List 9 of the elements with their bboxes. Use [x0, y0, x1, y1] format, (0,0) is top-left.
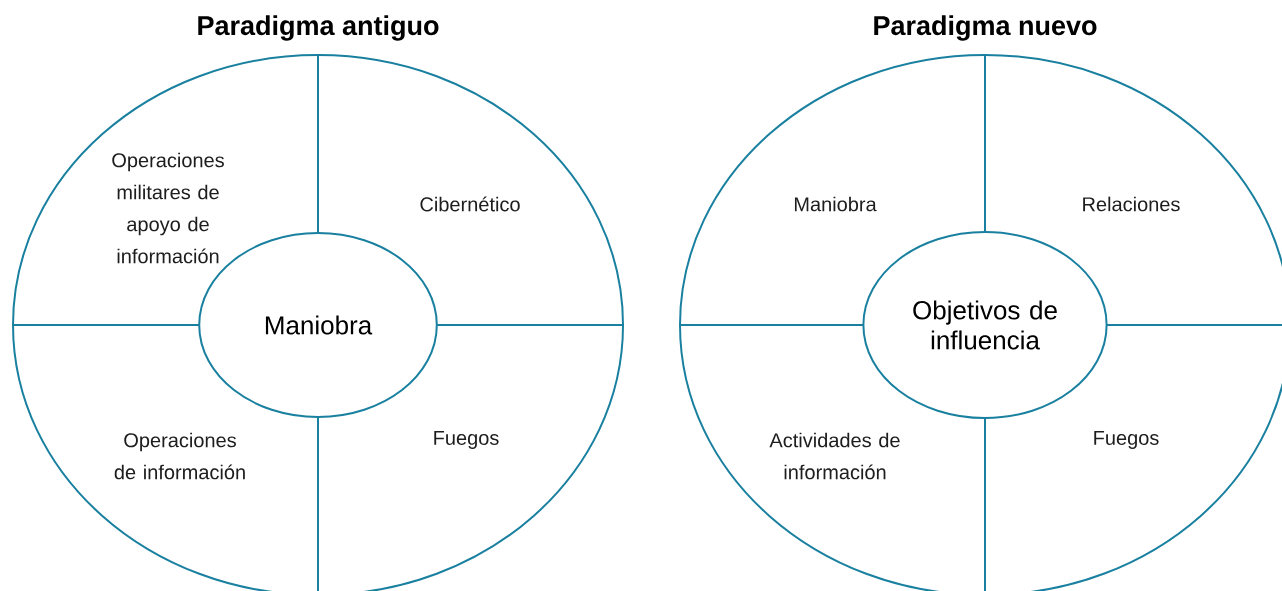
quadrant-label: Fuegos — [434, 431, 499, 449]
heading: Paradigma antiguo — [198, 15, 439, 41]
quadrant-label: Cibernético — [420, 196, 520, 212]
quadrant-label: Fuegos — [1094, 431, 1159, 449]
heading: Paradigma nuevo — [874, 15, 1097, 41]
quadrant-label: Actividades de información — [769, 432, 900, 480]
quadrant-label: Maniobra — [794, 196, 877, 212]
quadrant-label: Operaciones de información — [114, 432, 245, 480]
quadrant-label: Relaciones — [1083, 196, 1180, 212]
